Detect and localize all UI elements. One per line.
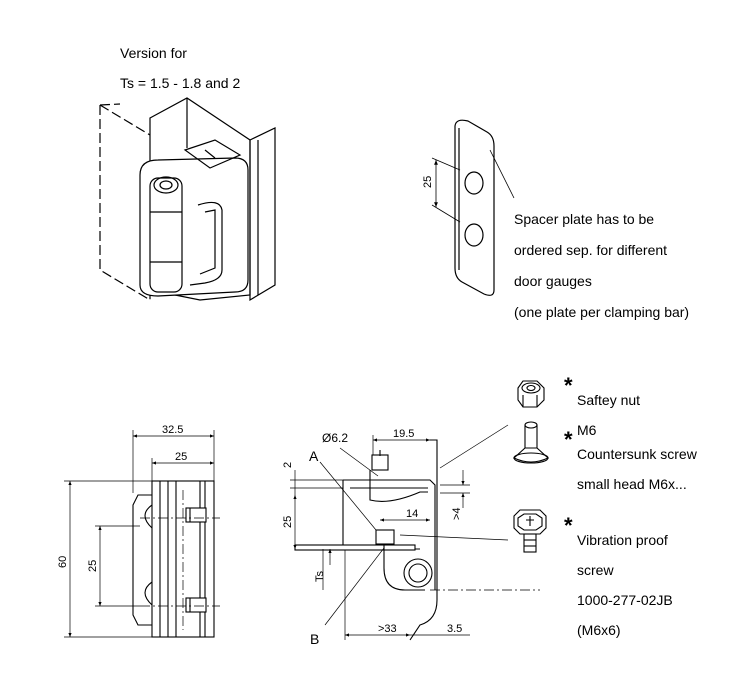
part-2-line-2: small head M6x... [577,476,687,492]
hinge-slot [189,201,223,286]
hex-nut-icon [517,380,545,408]
hinge-3d-view [99,97,276,302]
dim-overall-width: 32.5 [162,424,183,436]
spacer-note-line-4: (one plate per clamping bar) [514,303,690,320]
section-barrel [403,558,433,588]
spacer-note-line-2: ordered sep. for different [514,241,668,258]
part-1-line-2: M6 [577,422,597,438]
part-3-line-1: Vibration proof [577,532,668,548]
dim-height: 60 [57,556,69,568]
part-2-line-1: Countersunk screw [577,446,697,462]
dim-end-offset: 3.5 [447,623,462,635]
part-3-asterisk: * [564,513,573,538]
dim-hole-spacing: 25 [87,560,99,572]
version-heading: Version for Ts = 1.5 - 1.8 and 2 [120,31,240,106]
front-view [64,430,220,638]
part-1-line-1: Saftey nut [577,392,641,408]
version-line-2: Ts = 1.5 - 1.8 and 2 [120,75,241,91]
dim-base-width: >33 [378,623,397,635]
dim-top-width: 19.5 [393,428,414,440]
vibration-screw-icon [513,509,547,553]
dim-gap: 2 [282,462,294,468]
spacer-hole-top [464,171,484,195]
spacer-plate [431,119,515,296]
part-3-line-3: 1000-277-02JB [577,592,673,608]
dim-offset: >4 [451,507,463,520]
part-2-asterisk: * [564,427,573,452]
spacer-plate-note: Spacer plate has to be ordered sep. for … [514,196,689,336]
spacer-dim-25: 25 [422,176,434,188]
part-3-label: Vibration proof screw 1000-277-02JB (M6x… [577,518,673,653]
part-3-line-2: screw [577,562,614,578]
hinge-right-leaf [249,127,276,302]
version-line-1: Version for [120,45,187,61]
dim-section-height: 25 [282,516,294,528]
countersunk-screw-icon [513,421,549,464]
dim-ts: Ts [314,571,326,583]
spacer-note-line-3: door gauges [514,272,592,289]
hinge-barrel [149,177,183,293]
label-b: B [310,631,319,647]
dim-inner-width: 25 [175,451,187,463]
label-a: A [309,448,319,464]
part-3-line-4: (M6x6) [577,622,621,638]
part-1-asterisk: * [564,373,573,398]
dim-hole-dia: Ø6.2 [322,431,348,445]
part-2-label: Countersunk screw small head M6x... [577,432,697,507]
spacer-hole-bottom [464,223,484,247]
part-1-label: Saftey nut M6 [577,378,640,453]
section-view [290,424,540,641]
spacer-note-line-1: Spacer plate has to be [514,210,655,227]
dim-inner: 14 [406,508,418,520]
